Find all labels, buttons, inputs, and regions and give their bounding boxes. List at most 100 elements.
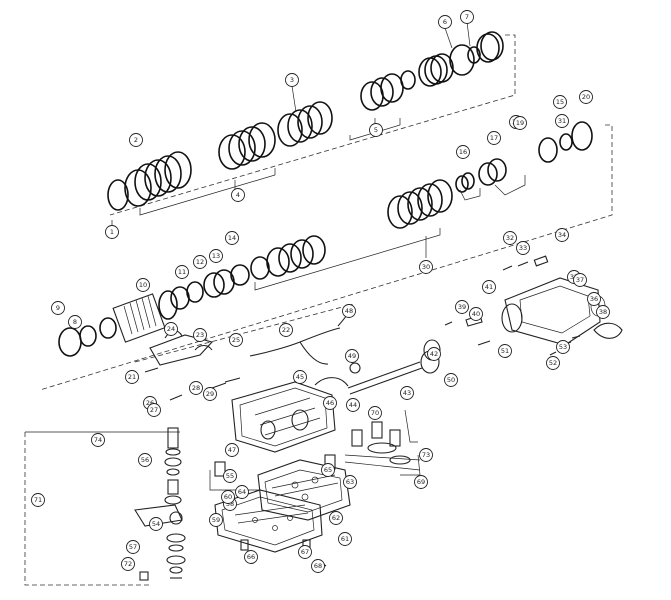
callout-number: 19	[516, 119, 524, 127]
extension-housing	[501, 277, 623, 346]
callout-63: 63	[343, 475, 357, 489]
callout-number: 38	[599, 308, 607, 316]
callout-circle	[321, 463, 335, 477]
callout-33: 33	[516, 241, 530, 255]
callout-28: 28	[189, 381, 203, 395]
callout-3: 3	[285, 73, 299, 87]
output-shaft	[347, 339, 441, 395]
callout-20: 20	[579, 90, 593, 104]
callout-number: 40	[472, 310, 480, 318]
callout-circle	[164, 322, 178, 336]
callout-circle	[225, 443, 239, 457]
callout-number: 70	[371, 409, 379, 417]
callout-circle	[579, 90, 593, 104]
callout-number: 6	[443, 18, 447, 26]
callout-circle	[125, 370, 139, 384]
callout-7: 7	[460, 10, 474, 24]
callout-circle	[244, 550, 258, 564]
callout-number: 57	[129, 543, 137, 551]
callout-number: 16	[459, 148, 467, 156]
callout-46: 46	[323, 396, 337, 410]
callout-circle	[203, 387, 217, 401]
callout-circle	[209, 249, 223, 263]
callout-circle	[456, 145, 470, 159]
callout-circle	[175, 265, 189, 279]
callout-55: 55	[223, 469, 237, 483]
callout-8: 8	[68, 315, 82, 329]
bracket-73	[404, 409, 418, 443]
callout-32: 32	[503, 231, 517, 245]
callout-number: 42	[430, 350, 438, 358]
callout-44: 44	[346, 398, 360, 412]
callout-56: 56	[138, 453, 152, 467]
callout-circle	[469, 307, 483, 321]
callout-62: 62	[329, 511, 343, 525]
callout-number: 39	[458, 303, 466, 311]
callout-number: 55	[226, 472, 234, 480]
callout-circle	[596, 305, 610, 319]
callout-43: 43	[400, 386, 414, 400]
callout-number: 48	[345, 307, 353, 315]
shift-linkage	[144, 330, 241, 401]
callout-66: 66	[244, 550, 258, 564]
bracket-30	[254, 228, 441, 291]
callout-number: 11	[178, 268, 186, 276]
callout-circle	[323, 396, 337, 410]
callout-2: 2	[129, 133, 143, 147]
callout-circle	[482, 280, 496, 294]
callout-number: 52	[549, 359, 557, 367]
callout-45: 45	[293, 370, 307, 384]
callout-17: 17	[487, 131, 501, 145]
callout-circle	[129, 133, 143, 147]
callout-38: 38	[596, 305, 610, 319]
callout-53: 53	[556, 340, 570, 354]
callout-circle	[285, 73, 299, 87]
callout-number: 10	[139, 281, 147, 289]
callout-number: 29	[206, 390, 214, 398]
callout-circle	[345, 349, 359, 363]
callout-circle	[455, 300, 469, 314]
callout-circle	[368, 406, 382, 420]
callout-number: 62	[332, 514, 340, 522]
callout-number: 50	[447, 376, 455, 384]
callout-circle	[193, 255, 207, 269]
callout-4: 4	[231, 188, 245, 202]
callout-60: 60	[221, 490, 235, 504]
callout-1: 1	[105, 225, 119, 239]
callout-49: 49	[345, 349, 359, 363]
callout-40: 40	[469, 307, 483, 321]
callout-number: 3	[290, 76, 294, 84]
callout-22: 22	[279, 323, 293, 337]
axis-line-lower	[134, 304, 351, 363]
callout-number: 44	[349, 401, 357, 409]
callout-circle	[427, 347, 441, 361]
callout-circle	[225, 231, 239, 245]
callout-number: 20	[582, 93, 590, 101]
callout-52: 52	[546, 356, 560, 370]
callout-number: 68	[314, 562, 322, 570]
callout-circle	[503, 231, 517, 245]
callout-10: 10	[136, 278, 150, 292]
callout-labels: 1234567891011121314151617181920212223242…	[31, 10, 610, 573]
callout-circle	[311, 559, 325, 573]
callout-16: 16	[456, 145, 470, 159]
bracket-upper-right	[494, 175, 526, 196]
callout-34: 34	[555, 228, 569, 242]
callout-number: 12	[196, 258, 204, 266]
callout-number: 7	[465, 13, 469, 21]
callout-number: 73	[422, 451, 430, 459]
valve-body-upper	[257, 459, 351, 521]
callout-circle	[400, 386, 414, 400]
callout-number: 34	[558, 231, 566, 239]
upper-clutch-packs	[107, 31, 504, 211]
callout-27: 27	[147, 403, 161, 417]
callout-number: 69	[417, 478, 425, 486]
callout-circle	[229, 333, 243, 347]
middle-drum-assembly	[58, 121, 593, 357]
callout-41: 41	[482, 280, 496, 294]
callout-11: 11	[175, 265, 189, 279]
callout-number: 27	[150, 406, 158, 414]
callout-number: 36	[590, 295, 598, 303]
callout-circle	[231, 188, 245, 202]
